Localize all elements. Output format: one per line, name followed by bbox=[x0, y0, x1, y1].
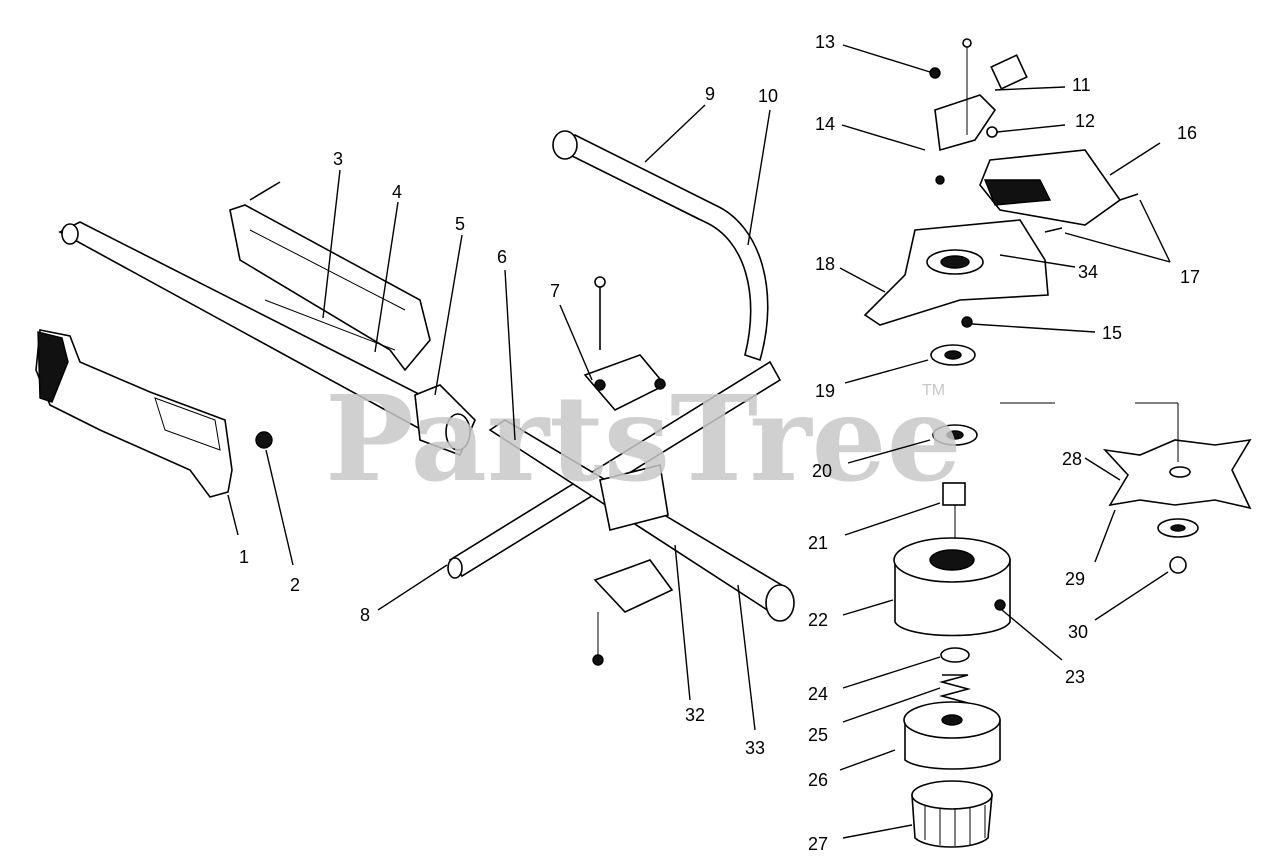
callout-2: 2 bbox=[290, 575, 300, 595]
callout-6: 6 bbox=[497, 247, 507, 267]
callout-4: 4 bbox=[392, 182, 402, 202]
callout-labels: 1 2 3 4 5 6 7 8 9 10 11 12 13 14 15 16 1… bbox=[239, 32, 1200, 854]
callout-32: 32 bbox=[685, 705, 705, 725]
part-15-bolt bbox=[961, 316, 973, 328]
callout-13: 13 bbox=[815, 32, 835, 52]
callout-34: 34 bbox=[1078, 262, 1098, 282]
callout-15: 15 bbox=[1102, 323, 1122, 343]
part-22-23-trimmer-head bbox=[893, 537, 1011, 637]
callout-14: 14 bbox=[815, 114, 835, 134]
callout-21: 21 bbox=[808, 533, 828, 553]
part-19-washer bbox=[930, 344, 976, 366]
callout-30: 30 bbox=[1068, 622, 1088, 642]
callout-8: 8 bbox=[360, 605, 370, 625]
watermark: PartsTree bbox=[325, 369, 962, 508]
part-25-spring bbox=[938, 674, 972, 704]
part-32-33-grip bbox=[488, 419, 795, 622]
callout-33: 33 bbox=[745, 738, 765, 758]
callout-7: 7 bbox=[550, 281, 560, 301]
part-7-bolt-clamp bbox=[583, 276, 667, 411]
part-2-nut bbox=[255, 431, 273, 449]
callout-26: 26 bbox=[808, 770, 828, 790]
callout-16: 16 bbox=[1177, 123, 1197, 143]
part-29-blade-washer bbox=[1157, 518, 1199, 538]
callout-10: 10 bbox=[758, 86, 778, 106]
callout-12: 12 bbox=[1075, 111, 1095, 131]
callout-24: 24 bbox=[808, 684, 828, 704]
callout-19: 19 bbox=[815, 381, 835, 401]
callout-22: 22 bbox=[808, 610, 828, 630]
part-17-screws bbox=[1044, 193, 1139, 233]
part-3-4-shaft-housing bbox=[229, 181, 431, 372]
part-9-10-handle-bar bbox=[552, 130, 769, 362]
part-21-nut bbox=[942, 482, 966, 540]
part-30-blade-nut bbox=[1169, 556, 1187, 574]
callout-5: 5 bbox=[455, 214, 465, 234]
callout-11: 11 bbox=[1072, 75, 1091, 95]
part-27-bump-knob bbox=[911, 780, 993, 848]
part-20-washer bbox=[932, 424, 978, 446]
part-16-guard bbox=[979, 149, 1122, 226]
part-12-pin bbox=[986, 126, 998, 138]
callout-17: 17 bbox=[1180, 267, 1200, 287]
callout-28: 28 bbox=[1062, 449, 1082, 469]
leader-lines bbox=[227, 44, 1171, 839]
part-11-13-14-gearbox-top bbox=[929, 38, 1028, 185]
part-26-spool bbox=[903, 701, 1001, 770]
part-5-clamp bbox=[414, 384, 476, 457]
callout-29: 29 bbox=[1065, 569, 1085, 589]
callout-18: 18 bbox=[815, 254, 835, 274]
part-1-housing bbox=[35, 329, 233, 498]
callout-20: 20 bbox=[812, 461, 832, 481]
callout-27: 27 bbox=[808, 834, 828, 854]
watermark-trademark: TM bbox=[922, 382, 945, 399]
lower-clamp bbox=[592, 559, 674, 666]
callout-23: 23 bbox=[1065, 667, 1085, 687]
part-8-lower-shaft bbox=[447, 360, 782, 579]
callout-25: 25 bbox=[808, 725, 828, 745]
part-28-blade bbox=[1102, 403, 1252, 510]
callout-9: 9 bbox=[705, 84, 715, 104]
callout-3: 3 bbox=[333, 149, 343, 169]
part-18-34-gearhead bbox=[863, 219, 1049, 326]
callout-1: 1 bbox=[239, 547, 249, 567]
part-24-washer bbox=[940, 647, 970, 663]
